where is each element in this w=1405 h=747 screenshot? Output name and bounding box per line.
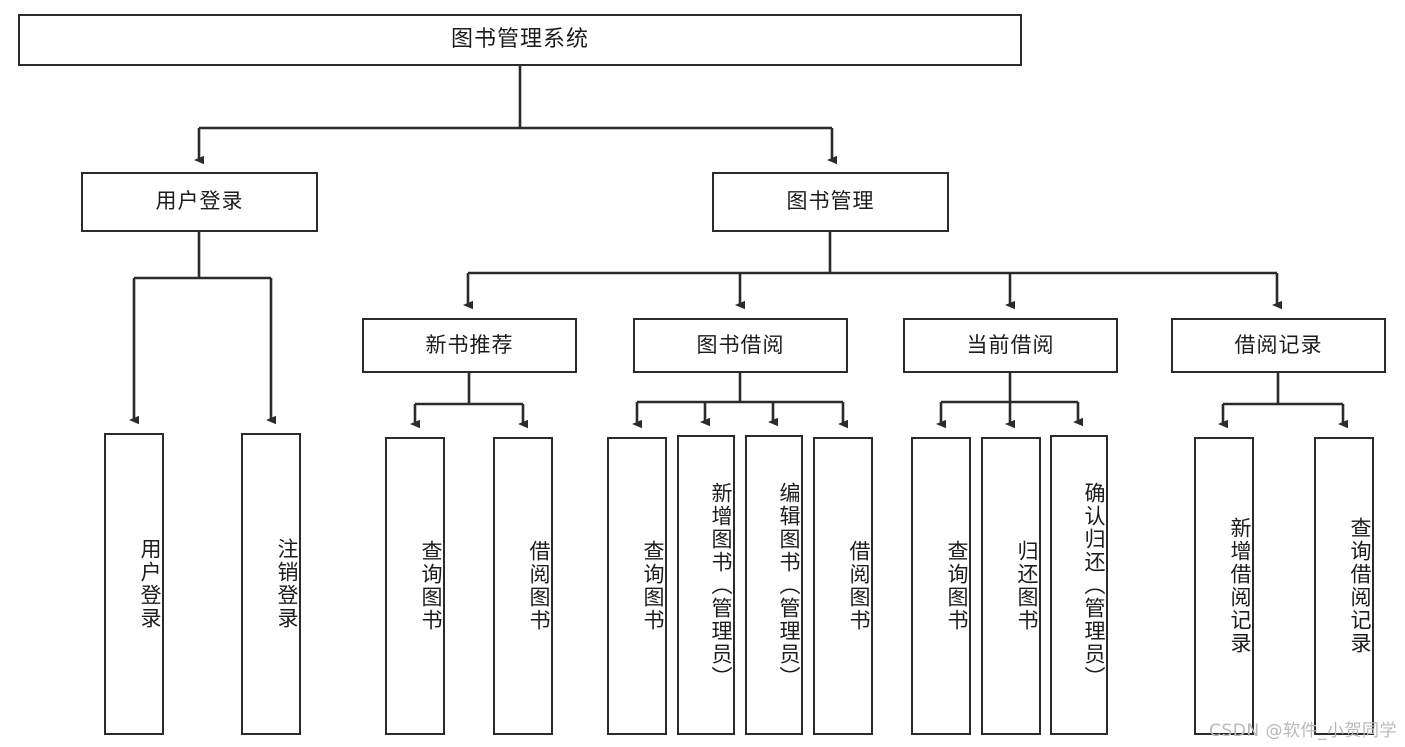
leaf-return-book[interactable]: 归还图书 [981,437,1041,735]
node-book-borrow[interactable]: 图书借阅 [633,318,848,373]
csdn-watermark: CSDN @软件_小贺同学 [1209,721,1397,741]
node-label: 新增借阅记录 [1228,517,1252,655]
node-book-management[interactable]: 图书管理 [712,172,949,232]
leaf-confirm-return-admin[interactable]: 确认归还（管理员） [1050,435,1108,735]
node-label: 图书借阅 [696,332,785,357]
leaf-query-book-current[interactable]: 查询图书 [911,437,971,735]
leaf-query-borrow-record[interactable]: 查询借阅记录 [1314,437,1374,735]
node-borrow-record[interactable]: 借阅记录 [1171,318,1386,373]
leaf-borrow-book-borrow[interactable]: 借阅图书 [813,437,873,735]
node-label: 确认归还（管理员） [1082,481,1106,689]
node-label: 图书管理 [786,189,875,214]
node-label: 查询图书 [641,540,665,632]
node-label: 查询图书 [945,540,969,632]
node-label: 借阅记录 [1234,332,1323,357]
leaf-add-book-admin[interactable]: 新增图书（管理员） [677,435,735,735]
leaf-user-logout[interactable]: 注销登录 [241,433,301,735]
leaf-query-book-borrow[interactable]: 查询图书 [607,437,667,735]
node-new-book-recommend[interactable]: 新书推荐 [362,318,577,373]
node-label: 用户登录 [155,189,244,214]
node-label: 新书推荐 [425,332,514,357]
node-label: 借阅图书 [527,540,551,632]
node-label: 归还图书 [1015,540,1039,632]
leaf-user-login[interactable]: 用户登录 [104,433,164,735]
node-label: 注销登录 [275,538,299,630]
node-label: 当前借阅 [966,332,1055,357]
node-label: 查询借阅记录 [1348,517,1372,655]
leaf-query-book-recommend[interactable]: 查询图书 [385,437,445,735]
node-label: 新增图书（管理员） [709,481,733,689]
node-label: 编辑图书（管理员） [777,481,801,689]
node-label: 借阅图书 [847,540,871,632]
node-label: 查询图书 [419,540,443,632]
leaf-add-borrow-record[interactable]: 新增借阅记录 [1194,437,1254,735]
leaf-edit-book-admin[interactable]: 编辑图书（管理员） [745,435,803,735]
node-label: 用户登录 [138,538,162,630]
node-root-system[interactable]: 图书管理系统 [18,14,1022,66]
leaf-borrow-book-recommend[interactable]: 借阅图书 [493,437,553,735]
node-user-login[interactable]: 用户登录 [81,172,318,232]
node-current-borrow[interactable]: 当前借阅 [903,318,1118,373]
node-label: 图书管理系统 [450,26,589,52]
